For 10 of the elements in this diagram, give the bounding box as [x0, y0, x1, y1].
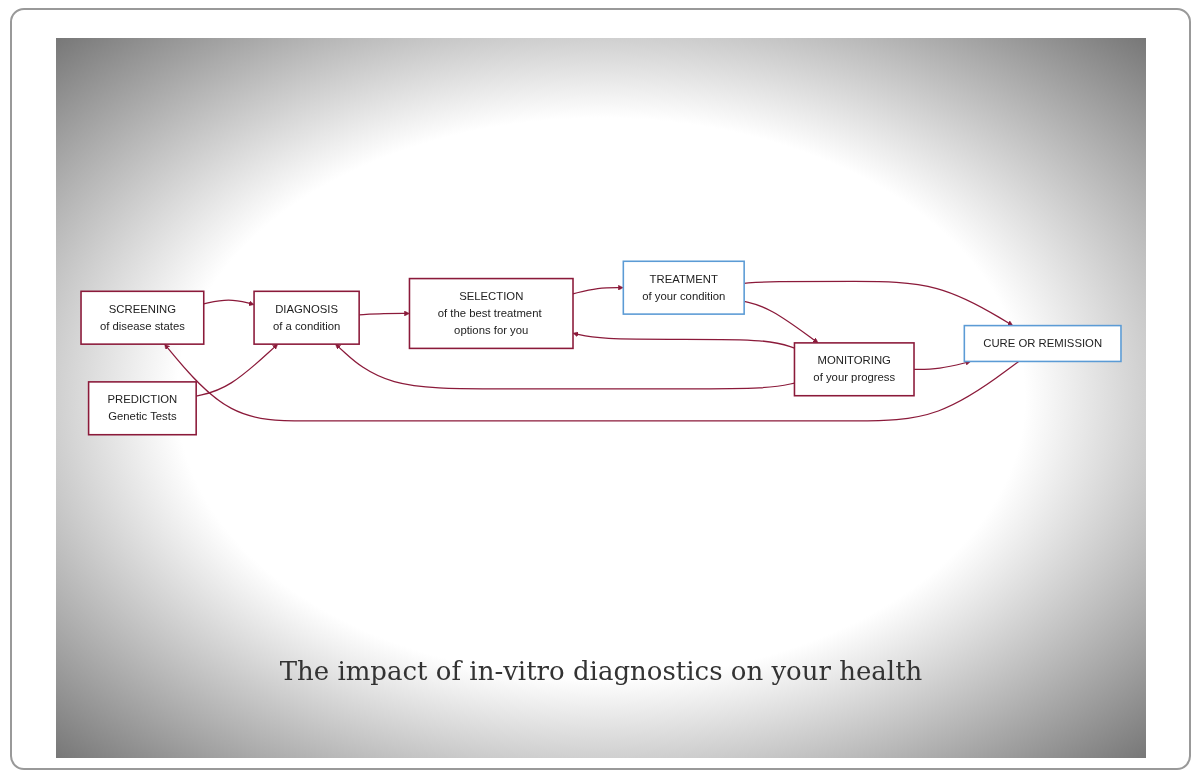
- node-box: DIAGNOSIS of a condition: [253, 290, 360, 345]
- node-box: CURE OR REMISSION: [963, 324, 1122, 363]
- node-box: TREATMENT of your condition: [622, 260, 745, 315]
- node-box: MONITORING of your progress: [793, 342, 915, 397]
- node-box: SCREENING of disease states: [80, 290, 205, 345]
- node-box: SELECTION of the best treatment options for you: [408, 277, 574, 350]
- caption: The impact of in-vitro diagnostics on your health: [279, 656, 923, 686]
- node-box: PREDICTION Genetic Tests: [87, 381, 197, 436]
- arrow: [203, 299, 255, 306]
- arrow: [164, 343, 1020, 422]
